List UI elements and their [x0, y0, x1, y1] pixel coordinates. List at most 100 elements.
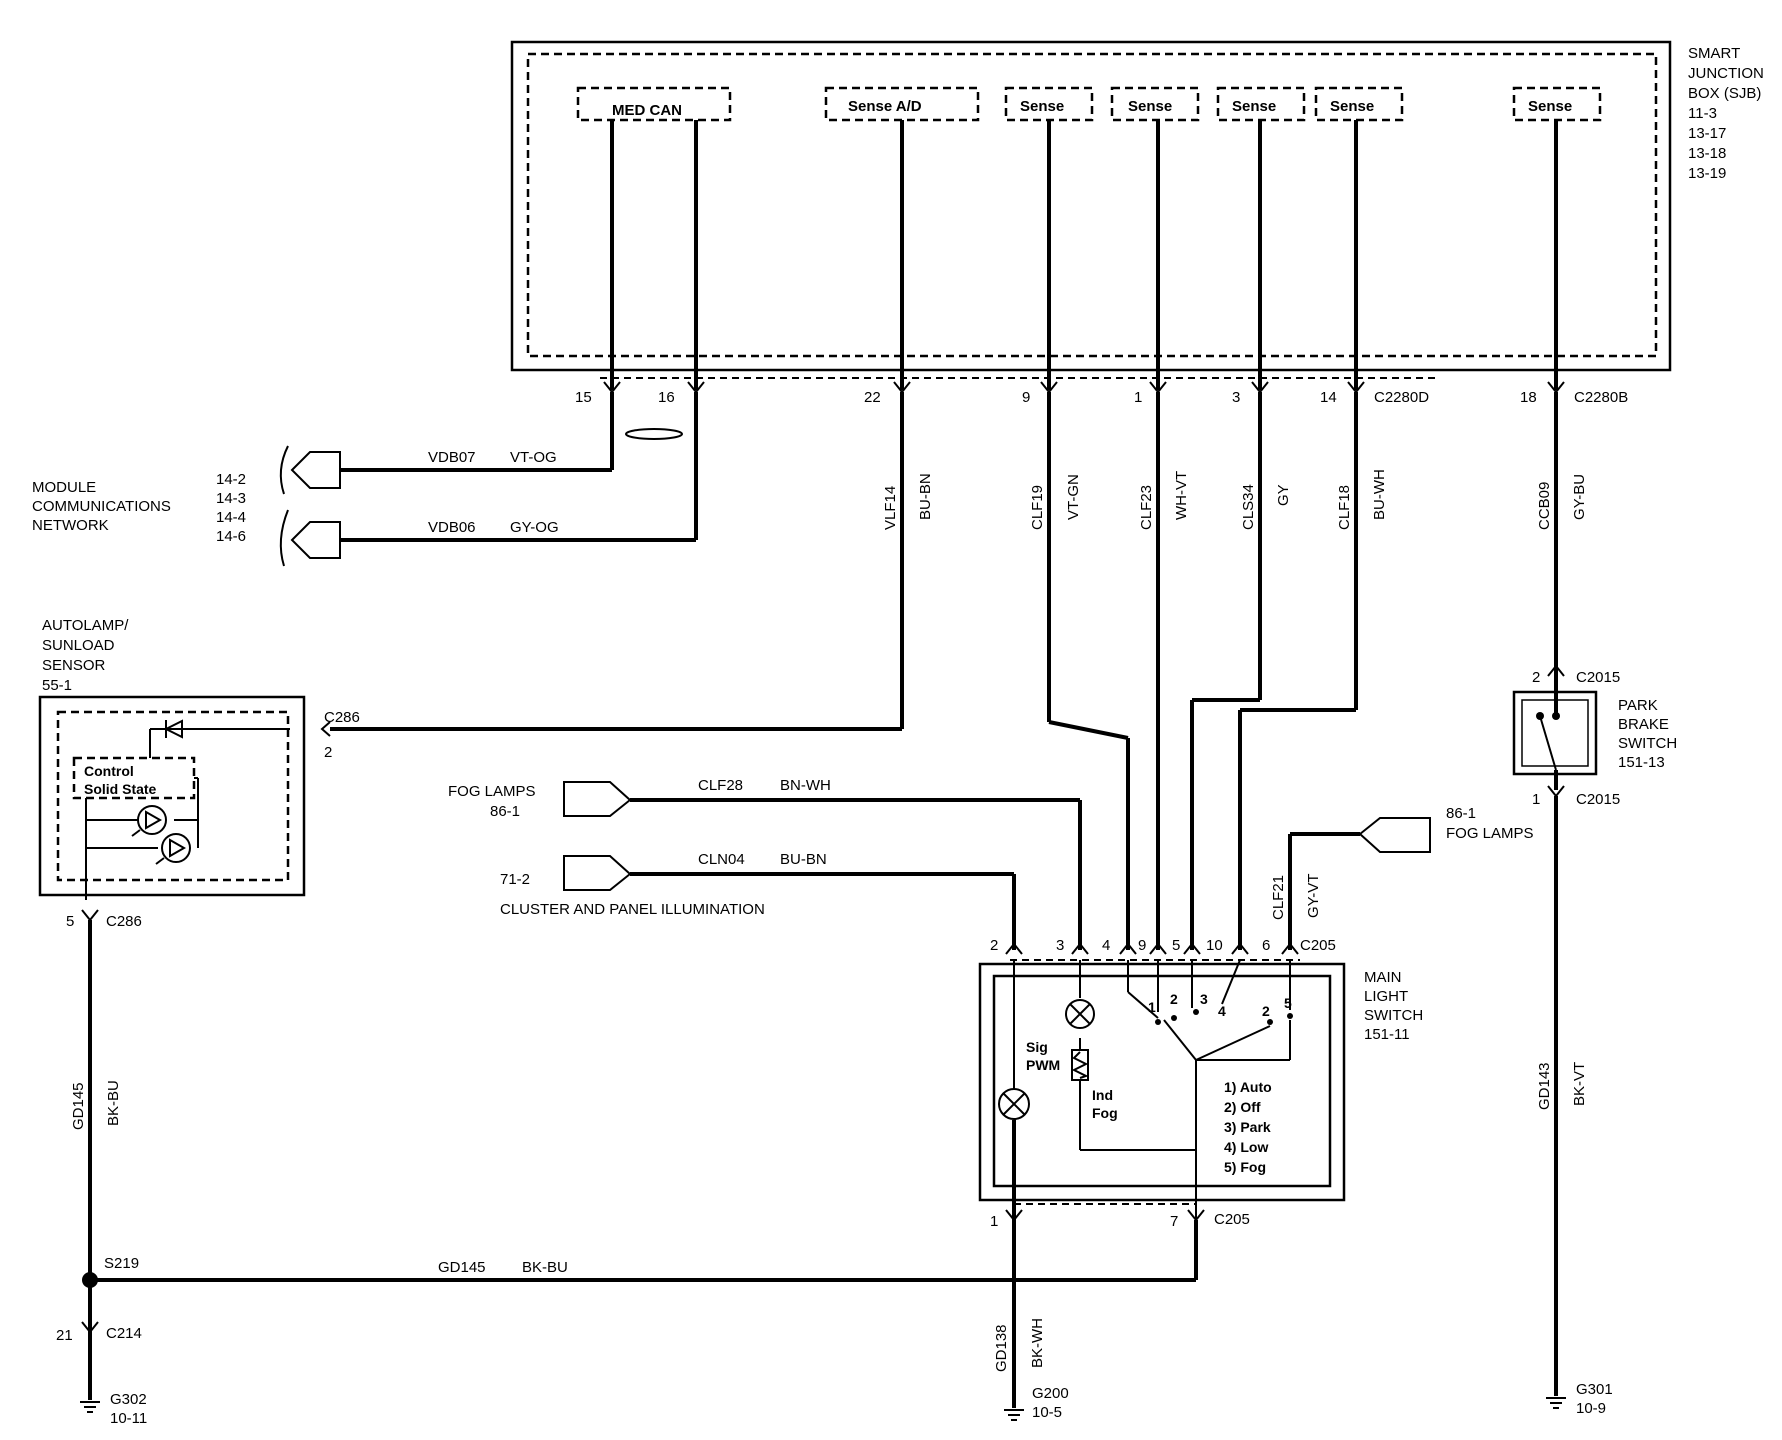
- fog-lamps-left-connector: [563, 781, 632, 817]
- park-brake-label-1: PARK: [1618, 697, 1658, 714]
- gd138-circuit: GD138: [993, 1324, 1010, 1372]
- autolamp-label-1: AUTOLAMP/: [42, 617, 129, 634]
- clf21-color: GY-VT: [1305, 874, 1322, 918]
- contact-num-2b: 2: [1262, 1003, 1270, 1019]
- fog-lamps-left-label-2: 86-1: [490, 803, 520, 820]
- network-ref-3: 14-4: [216, 509, 246, 526]
- clf19-circuit: CLF19: [1029, 485, 1046, 530]
- clf18-circuit: CLF18: [1336, 485, 1353, 530]
- c205-bottom-pin-1: 1: [990, 1213, 998, 1230]
- pin-15: 15: [575, 389, 592, 406]
- sense-block-2: [1110, 86, 1200, 122]
- vdb07-color: VT-OG: [510, 449, 557, 466]
- network-bracket-2: [279, 509, 289, 567]
- sig-label: Sig: [1026, 1039, 1048, 1055]
- c205-bottom-label: C205: [1214, 1211, 1250, 1228]
- sense-label-5: Sense: [1528, 98, 1572, 115]
- c205-pin-9: 9: [1138, 937, 1146, 954]
- network-label-3: NETWORK: [32, 517, 109, 534]
- gd145-left-color: BK-BU: [105, 1080, 122, 1126]
- c205-pin-6: 6: [1262, 937, 1270, 954]
- fog-lamps-right-label-2: FOG LAMPS: [1446, 825, 1534, 842]
- network-label-1: MODULE: [32, 479, 96, 496]
- contact-num-4: 4: [1218, 1003, 1226, 1019]
- vlf14-circuit: VLF14: [882, 486, 899, 530]
- c205-pin-4: 4: [1102, 937, 1110, 954]
- c2015-bottom-pin: 1: [1532, 791, 1540, 808]
- legend-off: 2) Off: [1224, 1099, 1261, 1115]
- contact-num-1: 1: [1148, 999, 1156, 1015]
- can-wires: [340, 392, 698, 542]
- sjb-title-4: 11-3: [1688, 105, 1717, 122]
- cln04-circuit: CLN04: [698, 851, 745, 868]
- network-ref-4: 14-6: [216, 528, 246, 545]
- network-label-2: COMMUNICATIONS: [32, 498, 171, 515]
- gd145-left-circuit: GD145: [70, 1082, 87, 1130]
- c286-chevron-bottom: [81, 909, 99, 922]
- sense-block-4: [1314, 86, 1404, 122]
- diode-icon: [163, 719, 183, 739]
- main-switch-label-2: LIGHT: [1364, 988, 1408, 1005]
- c205-bottom-pin-7: 7: [1170, 1213, 1178, 1230]
- c286-pin-5: 5: [66, 913, 74, 930]
- network-connector-1: [290, 451, 341, 489]
- pin-3: 3: [1232, 389, 1240, 406]
- contact-num-5: 5: [1284, 995, 1292, 1011]
- g302-ref: 10-11: [110, 1410, 147, 1427]
- g200-label: G200: [1032, 1385, 1069, 1402]
- c214-pin: 21: [56, 1327, 73, 1344]
- gd138-color: BK-WH: [1029, 1318, 1046, 1368]
- ccb09-circuit: CCB09: [1536, 482, 1553, 530]
- ccb09-color: GY-BU: [1571, 474, 1588, 520]
- vdb07-circuit: VDB07: [428, 449, 476, 466]
- sense-label-3: Sense: [1232, 98, 1276, 115]
- pin-16: 16: [658, 389, 675, 406]
- park-brake-label-4: 151-13: [1618, 754, 1665, 771]
- pin-1: 1: [1134, 389, 1142, 406]
- gd145-bus-circuit: GD145: [438, 1259, 486, 1276]
- vdb06-color: GY-OG: [510, 519, 559, 536]
- contact-num-2a: 2: [1170, 991, 1178, 1007]
- pin-9: 9: [1022, 389, 1030, 406]
- ind-label: Ind: [1092, 1087, 1113, 1103]
- main-light-switch: [978, 959, 1346, 1220]
- c205-top-label: C205: [1300, 937, 1336, 954]
- sense-label-4: Sense: [1330, 98, 1374, 115]
- vdb06-circuit: VDB06: [428, 519, 476, 536]
- sjb-title-5: 13-17: [1688, 125, 1726, 142]
- park-brake-label-3: SWITCH: [1618, 735, 1677, 752]
- clf18-color: BU-WH: [1371, 469, 1388, 520]
- g301-ref: 10-9: [1576, 1400, 1606, 1417]
- network-connector-2: [290, 521, 341, 559]
- c2015-top-pin: 2: [1532, 669, 1540, 686]
- pwm-resistor-icon: [1071, 1049, 1089, 1081]
- legend-auto: 1) Auto: [1224, 1079, 1272, 1095]
- ground-g301-icon: [1546, 1397, 1566, 1409]
- main-switch-label-4: 151-11: [1364, 1026, 1410, 1043]
- panel-lamp-icon: [998, 1088, 1030, 1120]
- sjb-internal-wires: [610, 120, 1558, 390]
- c205-pin-2: 2: [990, 937, 998, 954]
- c2015-bottom-label: C2015: [1576, 791, 1620, 808]
- legend-low: 4) Low: [1224, 1139, 1268, 1155]
- twisted-pair-mark: [625, 428, 683, 440]
- legend-fog: 5) Fog: [1224, 1159, 1266, 1175]
- park-brake-switch: [1512, 680, 1598, 790]
- clf21-circuit: CLF21: [1270, 875, 1287, 920]
- legend-park: 3) Park: [1224, 1119, 1271, 1135]
- clf23-circuit: CLF23: [1138, 485, 1155, 530]
- sjb-title-3: BOX (SJB): [1688, 85, 1761, 102]
- main-switch-label-1: MAIN: [1364, 969, 1402, 986]
- sjb-title-7: 13-19: [1688, 165, 1726, 182]
- control-label: Control: [84, 763, 134, 779]
- c2015-top-label: C2015: [1576, 669, 1620, 686]
- clf19-color: VT-GN: [1065, 474, 1082, 520]
- sjb-title-6: 13-18: [1688, 145, 1726, 162]
- cluster-ref: 71-2: [500, 871, 530, 888]
- sense-ad-label: Sense A/D: [848, 98, 922, 115]
- connector-c2280d: C2280D: [1374, 389, 1429, 406]
- c205-bottom-chevron-7: [1187, 1209, 1205, 1222]
- sense-wires: [330, 392, 1558, 950]
